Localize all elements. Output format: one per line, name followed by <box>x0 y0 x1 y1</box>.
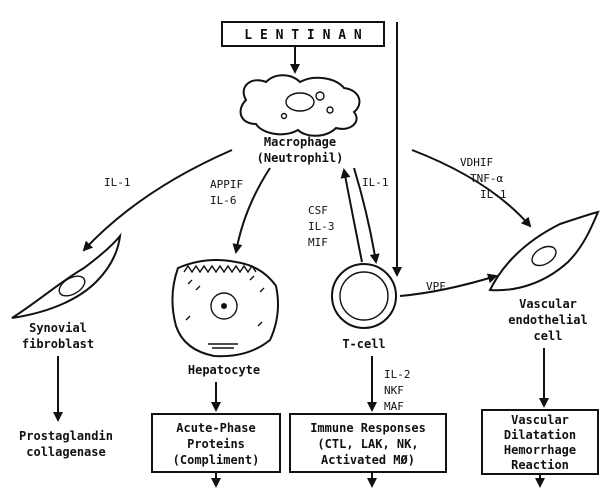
arrow-macrophage-endothelial <box>411 149 532 228</box>
endothelial-cell <box>488 210 600 292</box>
macrophage-label-1: Macrophage <box>264 135 336 149</box>
immune-label-1: Immune Responses <box>310 421 426 435</box>
edge-label-nkf: NKF <box>384 384 404 397</box>
hepatocyte-cell <box>171 259 279 358</box>
macrophage-cell <box>239 74 361 137</box>
prostaglandin-label-2: collagenase <box>26 445 105 459</box>
acute-label-2: Proteins <box>187 437 245 451</box>
edge-label-appif: APPIF <box>210 178 243 191</box>
hepatocyte-label: Hepatocyte <box>188 363 260 377</box>
vascular-label-2: Dilatation <box>504 428 576 442</box>
vascular-dilatation-box: Vascular Dilatation Hemorrhage Reaction <box>481 409 599 475</box>
immune-label-2: (CTL, LAK, NK, <box>317 437 418 451</box>
edge-label-il3: IL-3 <box>308 220 335 233</box>
synovial-fibroblast-cell <box>11 232 122 319</box>
acute-label-3: (Compliment) <box>173 453 260 467</box>
vascular-label-1: Vascular <box>511 413 569 427</box>
acute-phase-box: Acute-Phase Proteins (Compliment) <box>151 413 281 473</box>
edge-label-vpf: VPF <box>426 280 446 293</box>
prostaglandin-label-1: Prostaglandin <box>19 429 113 443</box>
macrophage-label-2: (Neutrophil) <box>257 151 344 165</box>
edge-label-il6: IL-6 <box>210 194 237 207</box>
acute-label-1: Acute-Phase <box>176 421 255 435</box>
tcell-cell <box>331 263 397 329</box>
arrow-macrophage-hepatocyte <box>232 167 271 254</box>
arrow-macrophage-fibroblast <box>82 149 233 252</box>
lentinan-label: L E N T I N A N <box>244 28 362 43</box>
endothelial-label-2: endothelial <box>508 313 587 327</box>
edge-label-vdhif: VDHIF <box>460 156 493 169</box>
edge-label-il1-tcell: IL-1 <box>362 176 389 189</box>
edge-label-il1-fibroblast: IL-1 <box>104 176 131 189</box>
edge-label-il1-endothelial: IL-1 <box>480 188 507 201</box>
edge-label-tnf: TNF-α <box>470 172 503 185</box>
edge-label-maf: MAF <box>384 400 404 413</box>
immune-label-3: Activated MØ) <box>321 453 415 467</box>
vascular-label-4: Reaction <box>511 458 569 472</box>
edge-label-mif: MIF <box>308 236 328 249</box>
arrow-tcell-macrophage <box>340 168 363 263</box>
arrow-macrophage-tcell <box>353 167 380 264</box>
lentinan-node: L E N T I N A N <box>221 21 385 47</box>
synovial-label-1: Synovial <box>29 321 87 335</box>
tcell-label: T-cell <box>342 337 385 351</box>
immune-responses-box: Immune Responses (CTL, LAK, NK, Activate… <box>289 413 447 473</box>
endothelial-label-3: cell <box>534 329 563 343</box>
endothelial-label-1: Vascular <box>519 297 577 311</box>
edge-label-il2: IL-2 <box>384 368 411 381</box>
arrow-tcell-endothelial <box>399 273 498 297</box>
vascular-label-3: Hemorrhage <box>504 443 576 457</box>
edge-label-csf: CSF <box>308 204 328 217</box>
synovial-label-2: fibroblast <box>22 337 94 351</box>
